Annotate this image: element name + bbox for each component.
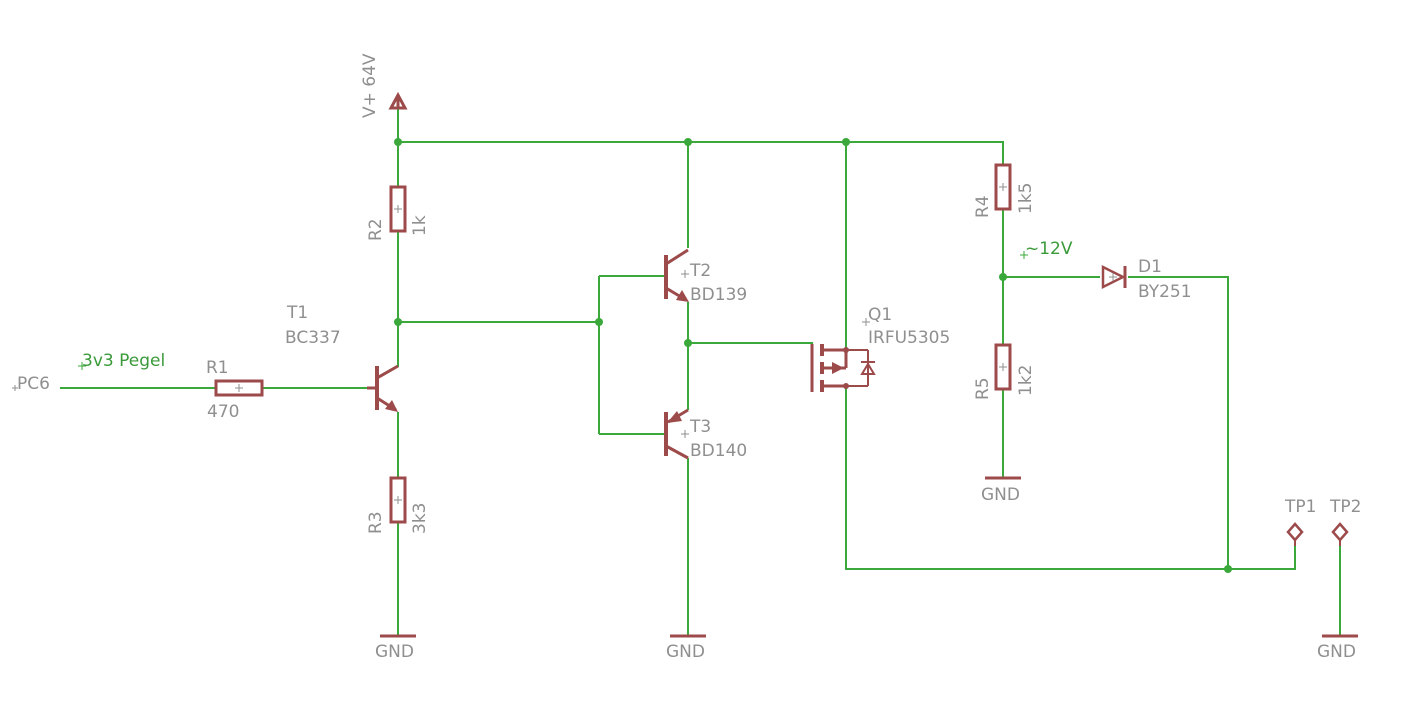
junctions bbox=[394, 138, 1232, 573]
diode-icon bbox=[1101, 264, 1126, 290]
d1-name: D1 bbox=[1138, 257, 1162, 277]
r2-value: 1k bbox=[410, 215, 430, 236]
junction-dot bbox=[595, 318, 603, 326]
transistor-t1: T1 BC337 bbox=[285, 303, 399, 412]
r1-name: R1 bbox=[206, 358, 229, 378]
resistor-body bbox=[389, 185, 407, 233]
gnd-label: GND bbox=[666, 642, 705, 662]
t3-value: BD140 bbox=[690, 441, 747, 461]
t1-value: BC337 bbox=[285, 328, 341, 348]
d1-value: BY251 bbox=[1138, 282, 1192, 302]
transistor-t2: T2 BD139 bbox=[664, 248, 747, 305]
resistor-r3: R3 3k3 bbox=[366, 476, 430, 534]
port-pc6: PC6 bbox=[17, 374, 50, 394]
wire-q1-drain bbox=[845, 385, 1296, 570]
diode-d1: D1 BY251 bbox=[1101, 257, 1192, 302]
testpoint-icon bbox=[1286, 522, 1304, 542]
testpoint-tp2: TP2 bbox=[1329, 497, 1361, 546]
resistor-body bbox=[389, 476, 407, 524]
r4-value: 1k5 bbox=[1016, 183, 1036, 214]
junction-dot bbox=[1224, 565, 1232, 573]
channel-arrow-icon bbox=[832, 362, 844, 374]
wires bbox=[60, 108, 1341, 636]
r4-name: R4 bbox=[973, 195, 993, 218]
wire-d1-cathode bbox=[1128, 276, 1229, 569]
t2-name: T2 bbox=[689, 261, 711, 281]
gnd-label: GND bbox=[1317, 642, 1356, 662]
r3-value: 3k3 bbox=[410, 503, 430, 534]
t2-value: BD139 bbox=[690, 285, 747, 305]
resistor-body bbox=[994, 343, 1012, 391]
junction-dot bbox=[842, 138, 850, 146]
emitter-arrow-icon bbox=[667, 411, 682, 423]
net-labels: PC6 3v3 Pegel ~12V bbox=[12, 239, 1073, 394]
gnd-symbol-t3: GND bbox=[666, 634, 706, 662]
gnd-label: GND bbox=[981, 485, 1020, 505]
transistor-t3: T3 BD140 bbox=[664, 408, 747, 461]
r5-name: R5 bbox=[973, 377, 993, 400]
wire-supply-rail bbox=[397, 108, 1004, 165]
mosfet-q1: Q1 IRFU5305 bbox=[810, 305, 950, 392]
resistor-r5: R5 1k2 bbox=[973, 343, 1036, 400]
r1-value: 470 bbox=[207, 402, 239, 422]
junction-dot bbox=[684, 138, 692, 146]
t3-name: T3 bbox=[689, 417, 711, 437]
emitter-arrow-icon bbox=[385, 400, 398, 412]
gnd-label: GND bbox=[375, 642, 414, 662]
tp1-name: TP1 bbox=[1284, 497, 1316, 517]
gnd-symbol-tp2: GND bbox=[1317, 634, 1358, 662]
emitter-arrow-icon bbox=[676, 290, 689, 302]
junction-dot bbox=[394, 138, 402, 146]
net-mid-voltage: ~12V bbox=[1025, 239, 1073, 259]
q1-value: IRFU5305 bbox=[868, 328, 950, 348]
resistor-r4: R4 1k5 bbox=[973, 163, 1036, 218]
testpoint-tp1: TP1 bbox=[1284, 497, 1316, 546]
body-diode-icon bbox=[860, 362, 876, 375]
resistor-body bbox=[214, 379, 264, 397]
junction-dot bbox=[999, 273, 1007, 281]
gnd-symbol-r3: GND bbox=[375, 634, 416, 662]
junction-dot bbox=[394, 318, 402, 326]
r3-name: R3 bbox=[366, 511, 386, 534]
junction-dot bbox=[684, 339, 692, 347]
r2-name: R2 bbox=[366, 218, 386, 241]
net-input-level: 3v3 Pegel bbox=[82, 351, 165, 371]
supply-symbol: V+ 64V bbox=[360, 53, 408, 118]
supply-label: V+ 64V bbox=[360, 53, 380, 118]
wire-gate-drive bbox=[688, 342, 813, 392]
tp2-name: TP2 bbox=[1329, 497, 1361, 517]
resistor-body bbox=[994, 163, 1012, 211]
r5-value: 1k2 bbox=[1016, 365, 1036, 396]
q1-name: Q1 bbox=[868, 305, 892, 325]
testpoint-icon bbox=[1331, 522, 1349, 542]
gnd-symbol-r5: GND bbox=[981, 476, 1021, 505]
t1-name: T1 bbox=[286, 303, 308, 323]
resistor-r1: R1 470 bbox=[206, 358, 264, 422]
resistor-r2: R2 1k bbox=[366, 185, 430, 241]
